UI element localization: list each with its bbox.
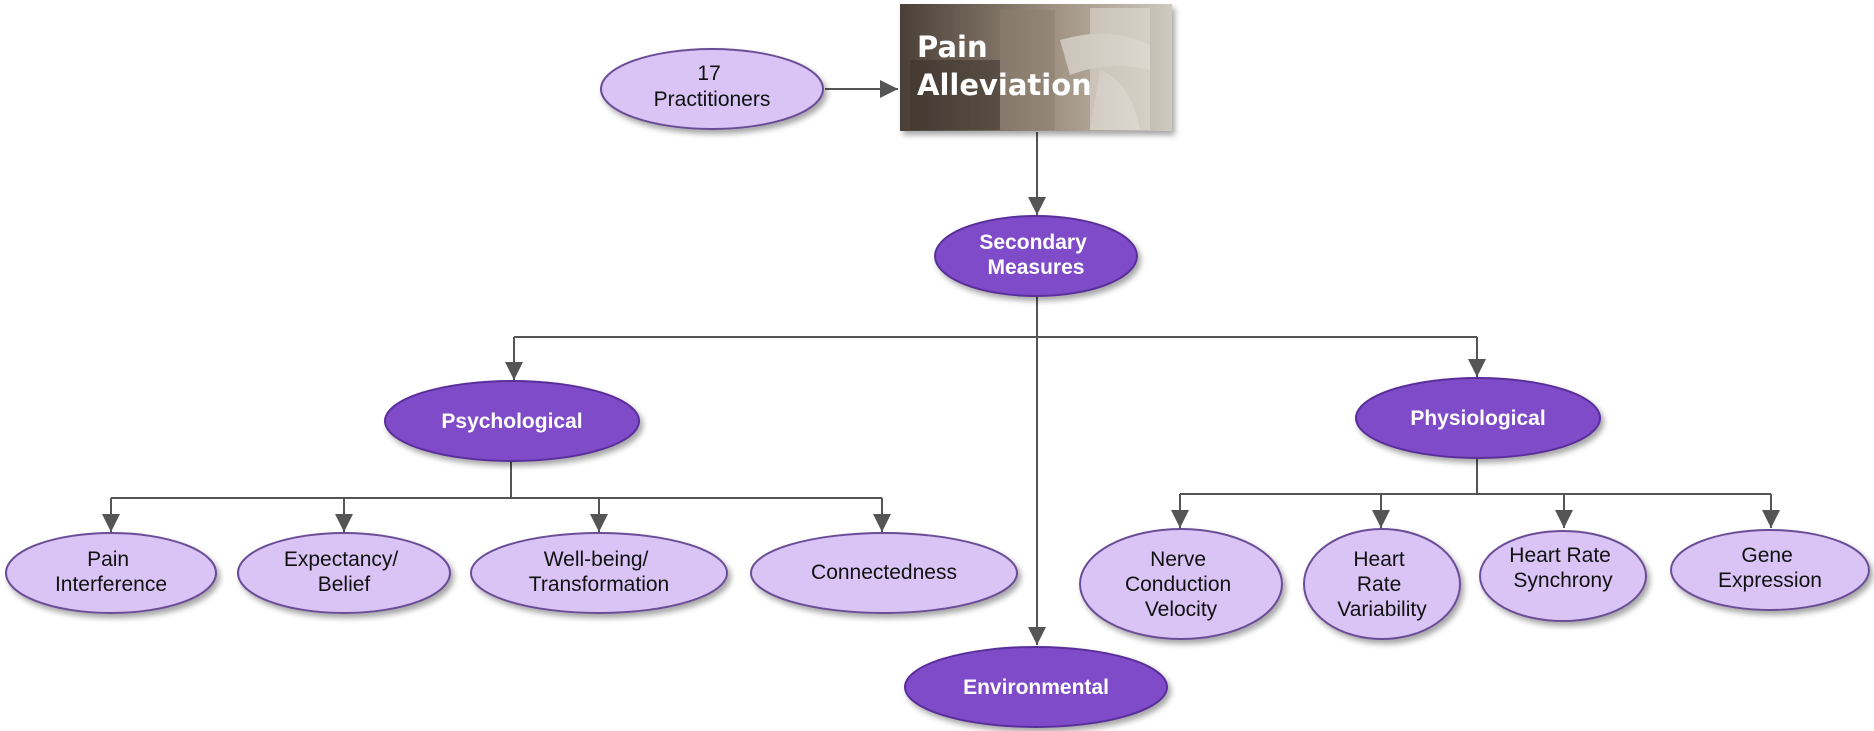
node-psychological: Psychological: [384, 380, 640, 462]
edges: [102, 80, 1780, 645]
nodes: 17 Practitioners Pain Alleviation S: [5, 4, 1870, 728]
node-expectancy-belief-shape: [237, 532, 451, 614]
svg-text:Physiological: Physiological: [1410, 407, 1545, 430]
node-hrv-line2: Rate: [1357, 573, 1401, 596]
node-environmental-label: Environmental: [963, 676, 1109, 699]
node-practitioners: 17 Practitioners: [600, 48, 824, 130]
node-nerve-conduction: Nerve Conduction Velocity: [1079, 528, 1283, 640]
node-expectancy-belief-line2: Belief: [318, 573, 371, 596]
node-hr-synchrony-line1: Heart Rate: [1509, 544, 1611, 567]
node-hrv-line3: Variability: [1337, 598, 1427, 621]
svg-text:Psychological: Psychological: [441, 410, 582, 433]
node-hr-synchrony-line2: Synchrony: [1513, 569, 1613, 592]
svg-text:Expectancy/ Belief: Expectancy/ Belief: [284, 548, 404, 596]
node-secondary-measures-line1: Secondary: [979, 231, 1087, 254]
pain-alleviation-line2: Alleviation: [917, 68, 1092, 102]
node-nerve-conduction-line3: Velocity: [1145, 598, 1218, 621]
node-psychological-label: Psychological: [441, 410, 582, 433]
node-physiological: Physiological: [1355, 377, 1601, 459]
pain-alleviation-line1: Pain: [917, 30, 988, 64]
node-practitioners-line1: 17: [697, 62, 720, 85]
photo-texture: [910, 8, 1150, 130]
node-connectedness-label: Connectedness: [811, 561, 957, 584]
node-gene-expression-line1: Gene: [1741, 544, 1792, 567]
node-pain-interference-line2: Interference: [55, 573, 167, 596]
node-wellbeing-line1: Well-being/: [544, 548, 649, 571]
svg-text:Connectedness: Connectedness: [811, 561, 957, 584]
svg-text:Heart Rate Var: Heart Rate Variability: [1337, 548, 1427, 621]
node-hrv-shape: [1303, 528, 1461, 640]
node-psychological-shape: [384, 380, 640, 462]
node-connectedness: Connectedness: [750, 532, 1018, 614]
node-gene-expression-line2: Expression: [1718, 569, 1822, 592]
node-secondary-measures-line2: Measures: [988, 256, 1085, 279]
node-hr-synchrony: Heart Rate Synchrony: [1479, 530, 1647, 622]
svg-text:Secondary Measures: Secondary Measures: [979, 231, 1092, 279]
node-nerve-conduction-line1: Nerve: [1150, 548, 1206, 571]
node-pain-interference: Pain Interference: [5, 532, 217, 614]
svg-text:Well-being/ Transforma: Well-being/ Transformation: [529, 548, 669, 596]
node-hrv: Heart Rate Variability: [1303, 528, 1461, 640]
node-pain-interference-line1: Pain: [87, 548, 129, 571]
node-pain-alleviation: Pain Alleviation: [900, 4, 1172, 131]
node-wellbeing: Well-being/ Transformation: [470, 532, 728, 614]
node-gene-expression-shape: [1670, 529, 1870, 611]
node-pain-interference-shape: [5, 532, 217, 614]
node-physiological-label: Physiological: [1410, 407, 1545, 430]
node-hrv-line1: Heart: [1353, 548, 1405, 571]
node-expectancy-belief: Expectancy/ Belief: [237, 532, 451, 614]
node-gene-expression: Gene Expression: [1670, 529, 1870, 611]
node-physiological-shape: [1355, 377, 1601, 459]
svg-text:17 Practitioners: 17 Practitioners: [654, 62, 771, 111]
node-practitioners-shape: [600, 48, 824, 130]
node-wellbeing-shape: [470, 532, 728, 614]
node-wellbeing-line2: Transformation: [529, 573, 669, 596]
node-connectedness-shape: [750, 532, 1018, 614]
svg-text:Gene Expression: Gene Expression: [1718, 544, 1822, 592]
svg-text:Environmental: Environmental: [963, 676, 1109, 699]
node-environmental: Environmental: [904, 646, 1168, 728]
node-secondary-measures-shape: [934, 215, 1138, 297]
svg-text:Nerve Conduction: Nerve Conduction Velocity: [1125, 548, 1237, 621]
node-practitioners-line2: Practitioners: [654, 88, 771, 111]
node-environmental-shape: [904, 646, 1168, 728]
node-hr-synchrony-shape: [1479, 530, 1647, 622]
node-nerve-conduction-shape: [1079, 528, 1283, 640]
node-expectancy-belief-line1: Expectancy/: [284, 548, 399, 571]
svg-text:Pain Alleviation: Pain Alleviation: [917, 30, 1092, 102]
node-secondary-measures: Secondary Measures: [934, 215, 1138, 297]
svg-text:Pain Interference: Pain Interference: [55, 548, 167, 596]
svg-text:Heart Rate Synchrony: Heart Rate Synchrony: [1509, 544, 1616, 592]
node-nerve-conduction-line2: Conduction: [1125, 573, 1231, 596]
